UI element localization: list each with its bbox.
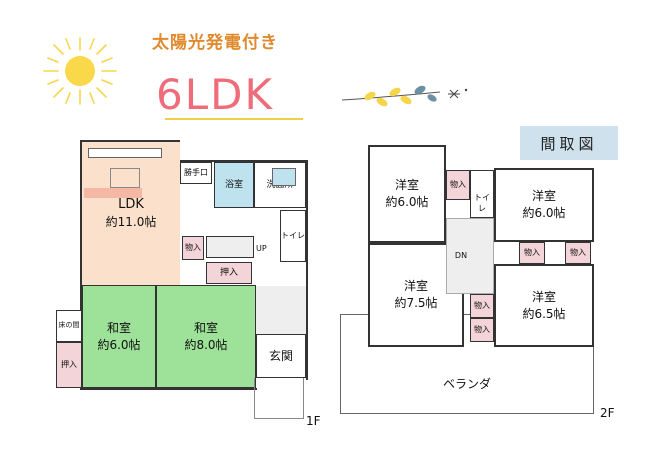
western-room-4-name: 洋室 xyxy=(531,289,556,304)
western-room-2: 洋室 約6.0帖 xyxy=(494,168,594,242)
alcove: 床の間 xyxy=(56,310,82,342)
alcove-label: 床の間 xyxy=(58,321,80,330)
western-room-1: 洋室 約6.0帖 xyxy=(368,145,446,243)
western-room-1-name: 洋室 xyxy=(394,178,419,193)
storage-2f-b-label: 物入 xyxy=(524,248,540,258)
western-room-4-size: 約6.5帖 xyxy=(522,306,566,321)
japanese-room-6-name: 和室 xyxy=(106,320,131,335)
ldk-size: 約11.0帖 xyxy=(105,215,157,230)
sun-icon xyxy=(43,37,117,105)
service-entrance-label: 勝手口 xyxy=(184,168,208,178)
staircase-1f xyxy=(206,236,254,258)
storage-2f-c: 物入 xyxy=(565,242,591,264)
layout-type-title: 6LDK xyxy=(155,70,274,119)
storage-2f-d: 物入 xyxy=(470,294,494,318)
bathroom: 浴室 xyxy=(214,162,254,208)
ldk-name: LDK xyxy=(118,197,144,212)
title-underline xyxy=(165,118,303,120)
storage-1f: 物入 xyxy=(182,236,204,260)
japanese-room-8: 和室 約8.0帖 xyxy=(156,285,256,388)
western-room-3-size: 約7.5帖 xyxy=(394,296,438,310)
storage-2f-a: 物入 xyxy=(446,170,470,200)
bathroom-label: 浴室 xyxy=(224,179,243,190)
toilet-2f: トイレ xyxy=(470,170,494,218)
closet-1f: 押入 xyxy=(206,262,252,284)
storage-2f-e-label: 物入 xyxy=(474,325,490,335)
balcony-label: ベランダ xyxy=(442,376,491,391)
service-entrance: 勝手口 xyxy=(180,162,212,184)
stairs-down-label: DN xyxy=(454,251,468,261)
kitchen-island xyxy=(84,188,142,198)
stairs-up-label: UP xyxy=(256,244,267,253)
storage-2f-a-label: 物入 xyxy=(450,180,466,190)
porch xyxy=(254,378,304,419)
kitchen-table xyxy=(110,168,140,188)
hallway-1f xyxy=(256,286,306,334)
solar-headline: 太陽光発電付き xyxy=(152,33,278,53)
toilet-1f: トイレ xyxy=(280,210,306,262)
kitchen-counter xyxy=(88,148,162,158)
japanese-room-8-size: 約8.0帖 xyxy=(184,337,228,352)
entrance: 玄関 xyxy=(256,334,306,378)
entrance-label: 玄関 xyxy=(268,348,293,363)
leaf-branch-icon xyxy=(341,85,468,107)
closet-left-label: 押入 xyxy=(61,360,77,370)
western-room-2-size: 約6.0帖 xyxy=(522,206,566,220)
storage-2f-e: 物入 xyxy=(470,318,494,342)
ldk-room: LDK 約11.0帖 xyxy=(82,142,180,285)
toilet-2f-label: トイレ xyxy=(474,192,490,213)
western-room-1-size: 約6.0帖 xyxy=(385,195,429,209)
storage-1f-label: 物入 xyxy=(185,243,201,253)
western-room-4: 洋室 約6.5帖 xyxy=(494,264,594,347)
storage-2f-d-label: 物入 xyxy=(474,301,490,311)
storage-2f-c-label: 物入 xyxy=(570,248,586,258)
japanese-room-6: 和室 約6.0帖 xyxy=(82,285,156,388)
floor-1-label: 1F xyxy=(306,414,321,428)
sink-icon xyxy=(272,168,296,186)
closet-left: 押入 xyxy=(56,342,82,388)
toilet-1f-label: トイレ xyxy=(281,231,305,241)
japanese-room-8-name: 和室 xyxy=(193,320,218,335)
japanese-room-6-size: 約6.0帖 xyxy=(97,337,141,352)
closet-1f-label: 押入 xyxy=(219,267,238,278)
storage-2f-b: 物入 xyxy=(519,242,545,264)
staircase-2f: DN xyxy=(446,218,494,294)
western-room-2-name: 洋室 xyxy=(531,189,556,204)
floor-plan-badge: 間取図 xyxy=(520,126,618,160)
western-room-3-name: 洋室 xyxy=(403,279,428,294)
floor-2-label: 2F xyxy=(600,406,615,420)
